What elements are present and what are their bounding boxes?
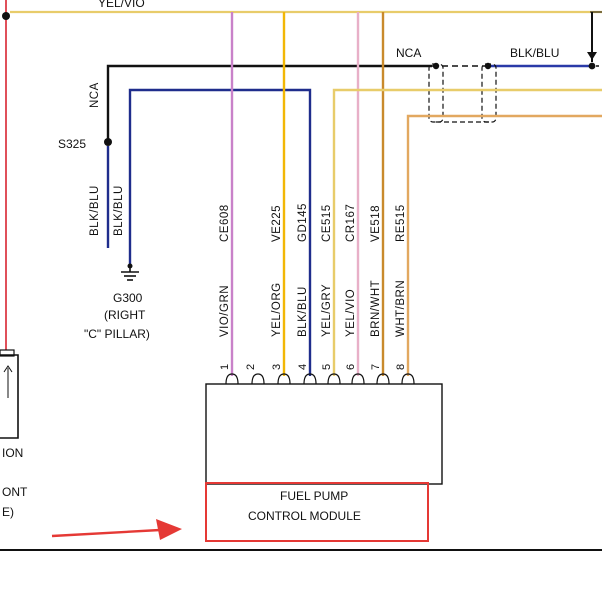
pin-number: 8 xyxy=(395,364,407,370)
pin-wire-color: YEL/VIO xyxy=(345,289,357,337)
pin-wire-color: YEL/ORG xyxy=(271,282,283,337)
pin-connector-icon xyxy=(401,373,415,385)
pin-circuit-id: VE518 xyxy=(370,205,382,242)
pin-connector-icon xyxy=(277,373,291,385)
pin-connector-icon xyxy=(327,373,341,385)
left-partial-text-3: E) xyxy=(2,505,14,519)
ground-id: G300 xyxy=(113,291,143,305)
left-partial-arrow-icon xyxy=(3,365,13,398)
left-partial-connector xyxy=(0,349,15,357)
right-drop-arrow-icon xyxy=(587,52,597,60)
pin-circuit-id: VE225 xyxy=(271,205,283,242)
pin-number: 4 xyxy=(297,364,309,370)
left-partial-component xyxy=(0,354,19,439)
fprtn-wire xyxy=(406,114,602,376)
pin-number: 5 xyxy=(321,364,333,370)
top-wire-color-label: YEL/VIO xyxy=(98,0,145,10)
module-body xyxy=(205,383,443,485)
pin-connector-icon xyxy=(251,373,265,385)
shield-left xyxy=(428,63,444,123)
pin-wire-color: BRN/WHT xyxy=(370,280,382,337)
pin-connector-icon xyxy=(376,373,390,385)
pin-circuit-id: CR167 xyxy=(345,204,357,242)
pin-wire-color: WHT/BRN xyxy=(395,280,407,337)
pin-number: 1 xyxy=(219,364,231,370)
pin-circuit-id: RE515 xyxy=(395,204,407,242)
top-left-splice-node xyxy=(2,12,10,20)
pin-number: 3 xyxy=(271,364,283,370)
ground-right-wire-color: BLK/BLU xyxy=(113,185,125,236)
pin-circuit-id: CE608 xyxy=(219,204,231,242)
pin-connector-icon xyxy=(225,373,239,385)
blk-blu-top-label: BLK/BLU xyxy=(510,46,559,60)
ground-location-line2: (RIGHT xyxy=(104,308,146,322)
ground-location-line3: "C" PILLAR) xyxy=(84,327,150,341)
pin-circuit-id: CE515 xyxy=(321,204,333,242)
nca-upper-label: NCA xyxy=(396,46,421,60)
module-name-line2: CONTROL MODULE xyxy=(248,509,361,523)
right-end-node xyxy=(588,62,596,70)
ground-left-wire-color: BLK/BLU xyxy=(89,185,101,236)
module-name-highlight xyxy=(205,482,429,542)
nca-vertical-label: NCA xyxy=(89,82,101,108)
pin-wire-color: YEL/GRY xyxy=(321,284,333,337)
pin-connector-icon xyxy=(351,373,365,385)
splice-s325-label: S325 xyxy=(58,137,86,151)
pointer-arrow-icon xyxy=(51,519,182,540)
pin-number: 2 xyxy=(245,364,257,370)
ground-wire-right xyxy=(128,88,312,376)
pin-wire-color: VIO/GRN xyxy=(219,285,231,337)
left-partial-text-1: ION xyxy=(2,446,23,460)
module-name-line1: FUEL PUMP xyxy=(280,489,348,503)
fppwr-wire xyxy=(332,88,602,376)
pin-wire-color: BLK/BLU xyxy=(297,286,309,337)
pin-connector-icon xyxy=(303,373,317,385)
pin-number: 6 xyxy=(345,364,357,370)
black-wire-nca xyxy=(106,64,432,142)
ground-symbol-icon xyxy=(121,263,139,281)
left-partial-text-2: ONT xyxy=(2,485,28,499)
splice-s325-node xyxy=(104,138,112,146)
pin-number: 7 xyxy=(370,364,382,370)
shield-right xyxy=(481,63,497,123)
pin-circuit-id: GD145 xyxy=(297,203,309,242)
